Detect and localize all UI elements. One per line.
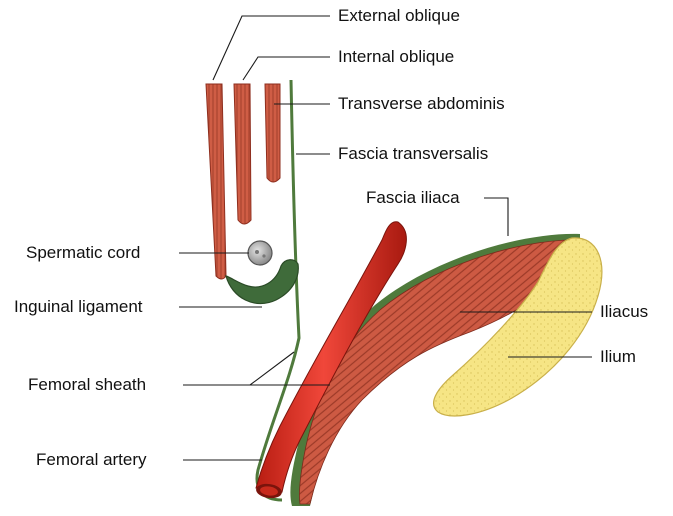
label-internal-oblique: Internal oblique: [338, 47, 454, 67]
label-femoral-artery: Femoral artery: [36, 450, 147, 470]
spermatic-cord-vessel: [262, 254, 265, 257]
external-oblique-leader: [213, 16, 330, 80]
label-ilium: Ilium: [600, 347, 636, 367]
spermatic-cord-vessel: [255, 250, 259, 254]
external-oblique-muscle: [206, 84, 226, 279]
spermatic-cord: [248, 241, 272, 265]
internal-oblique-muscle: [234, 84, 251, 224]
label-spermatic-cord: Spermatic cord: [26, 243, 140, 263]
label-fascia-transversalis: Fascia transversalis: [338, 144, 488, 164]
transverse-abdominis-muscle: [265, 84, 280, 182]
internal-oblique-leader: [243, 57, 330, 80]
inguinal-ligament: [226, 260, 298, 304]
label-fascia-iliaca: Fascia iliaca: [366, 188, 460, 208]
label-femoral-sheath: Femoral sheath: [28, 375, 146, 395]
label-iliacus: Iliacus: [600, 302, 648, 322]
label-external-oblique: External oblique: [338, 6, 460, 26]
label-inguinal-ligament: Inguinal ligament: [14, 297, 143, 317]
label-transverse-abdominis: Transverse abdominis: [338, 94, 505, 114]
fascia-iliaca-leader: [484, 198, 508, 236]
